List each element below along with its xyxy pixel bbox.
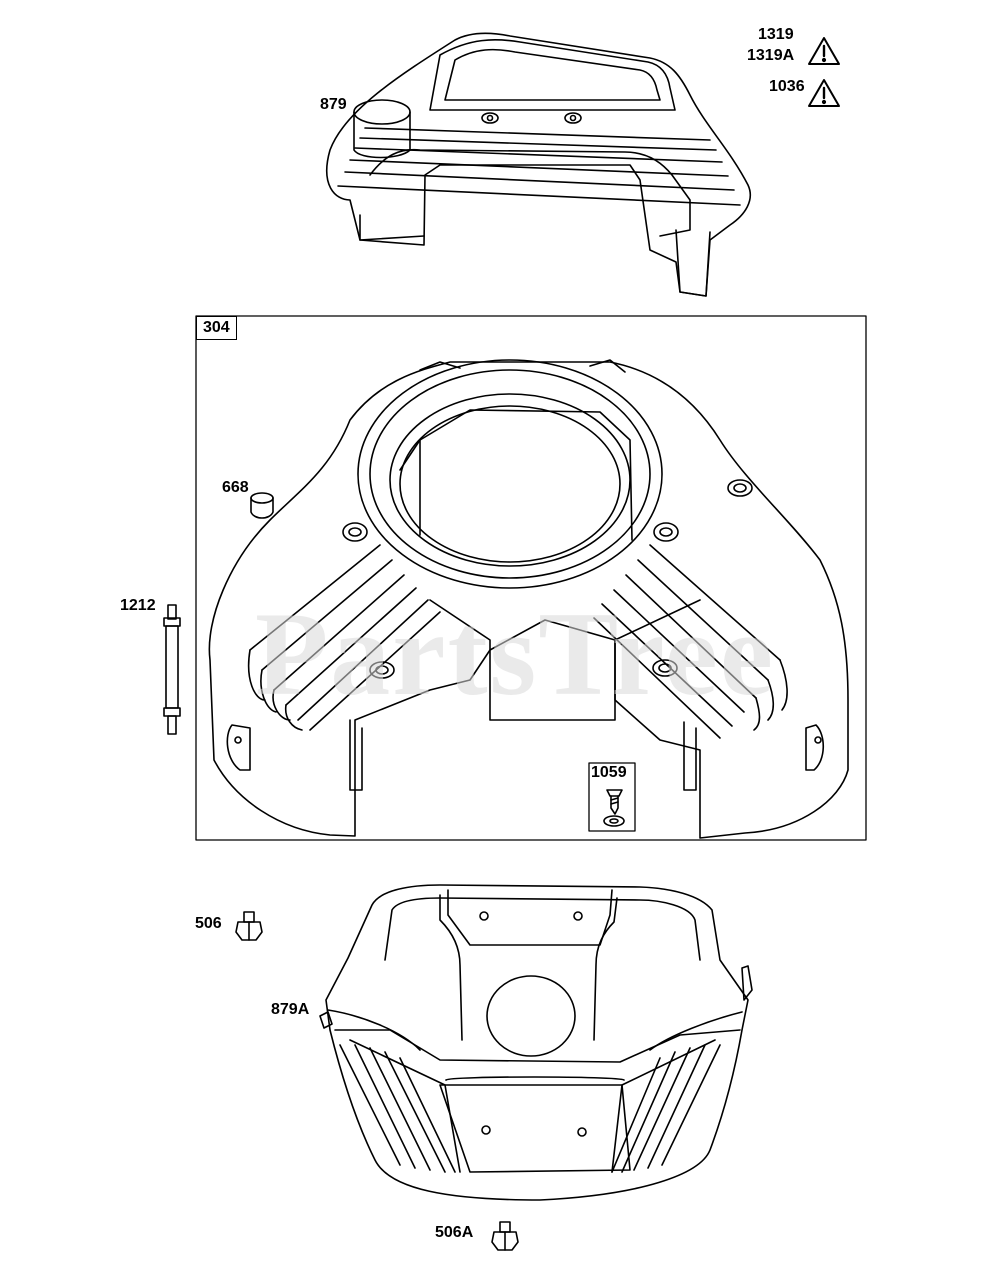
warning-triangle-icon — [808, 37, 840, 65]
label-1319a: 1319A — [747, 47, 795, 64]
bushing-icon — [250, 492, 274, 519]
washer-icon — [603, 815, 625, 827]
label-506: 506 — [195, 915, 222, 932]
label-1212: 1212 — [120, 597, 156, 614]
label-879a: 879A — [271, 1001, 310, 1018]
label-1059: 1059 — [591, 764, 627, 781]
label-879: 879 — [320, 96, 347, 113]
label-1036: 1036 — [769, 78, 805, 95]
label-1319: 1319 — [758, 26, 794, 43]
screw-icon — [606, 789, 623, 815]
label-304: 304 — [196, 316, 237, 340]
stud-icon — [163, 604, 181, 735]
bolt-icon — [491, 1221, 519, 1251]
top-shroud-part — [325, 32, 752, 297]
bolt-icon — [235, 911, 263, 941]
bottom-shroud-part — [325, 884, 753, 1201]
warning-triangle-icon — [808, 79, 840, 107]
clip-icon — [319, 1011, 333, 1029]
assembly-304-frame — [195, 315, 867, 841]
label-668: 668 — [222, 479, 249, 496]
blower-housing-part — [208, 359, 849, 839]
inset-1059-frame — [588, 762, 636, 832]
label-506a: 506A — [435, 1224, 474, 1241]
